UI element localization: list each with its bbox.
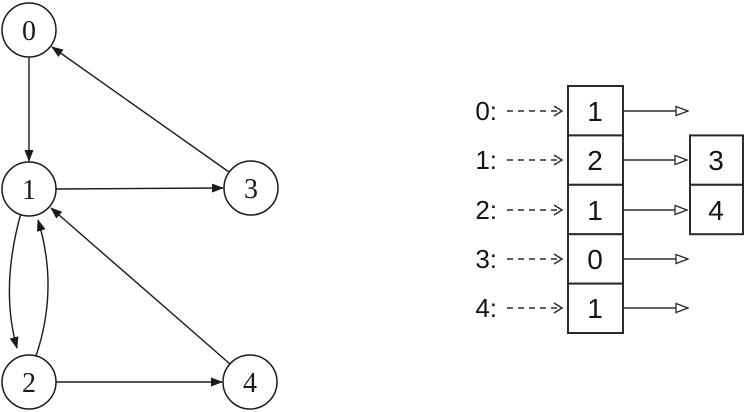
row-2-head-value: 1 <box>587 195 603 226</box>
node-1-label: 1 <box>22 175 36 206</box>
adjacency-row-0: 0: 1 <box>475 85 688 137</box>
adjacency-row-4: 4: 1 <box>475 282 688 335</box>
adjacency-row-3: 3: 0 <box>475 233 688 285</box>
node-1-circle <box>1 161 57 217</box>
node-2-label: 2 <box>22 368 36 399</box>
row-1-head-value: 2 <box>587 145 603 176</box>
row-1-next-value: 3 <box>708 145 724 176</box>
adjacency-row-0-label: 0: <box>475 96 497 126</box>
adjacency-row-1-label: 1: <box>475 145 497 175</box>
node-0-label: 0 <box>22 16 36 47</box>
row-3-head-value: 0 <box>587 244 603 275</box>
adjacency-row-4-label: 4: <box>475 293 497 323</box>
row-3-head-cell <box>567 233 624 285</box>
adjacency-row-2: 2: 1 4 <box>475 183 744 236</box>
row-2-next-cell <box>689 183 744 236</box>
graph-node-1: 1 <box>1 161 57 217</box>
graph-node-4: 4 <box>222 354 278 410</box>
directed-graph: 0 1 2 3 4 <box>1 2 279 410</box>
edge-1-to-3 <box>55 183 224 193</box>
row-4-head-cell <box>567 282 624 335</box>
adjacency-list: 0: 1 1: 2 3 2: 1 <box>475 85 744 335</box>
edge-3-to-0 <box>51 46 230 173</box>
node-4-label: 4 <box>243 368 257 399</box>
graph-node-0: 0 <box>1 2 57 58</box>
adjacency-row-3-label: 3: <box>475 244 497 274</box>
row-1-head-cell <box>567 134 624 186</box>
row-2-head-cell <box>567 183 624 236</box>
node-0-circle <box>1 2 57 58</box>
edge-2-to-1 <box>35 219 49 357</box>
node-4-circle <box>222 354 278 410</box>
node-3-label: 3 <box>244 174 258 205</box>
row-0-head-value: 1 <box>587 96 603 127</box>
row-2-next-value: 4 <box>708 195 724 226</box>
edge-4-to-1 <box>50 207 231 365</box>
graph-node-2: 2 <box>1 354 57 410</box>
row-1-next-cell <box>689 134 744 186</box>
graph-node-3: 3 <box>223 160 279 216</box>
node-3-circle <box>223 160 279 216</box>
row-4-head-value: 1 <box>587 293 603 324</box>
adjacency-row-2-label: 2: <box>475 195 497 225</box>
node-2-circle <box>1 354 57 410</box>
adjacency-row-1: 1: 2 3 <box>475 134 744 186</box>
edge-1-to-2 <box>8 212 22 349</box>
